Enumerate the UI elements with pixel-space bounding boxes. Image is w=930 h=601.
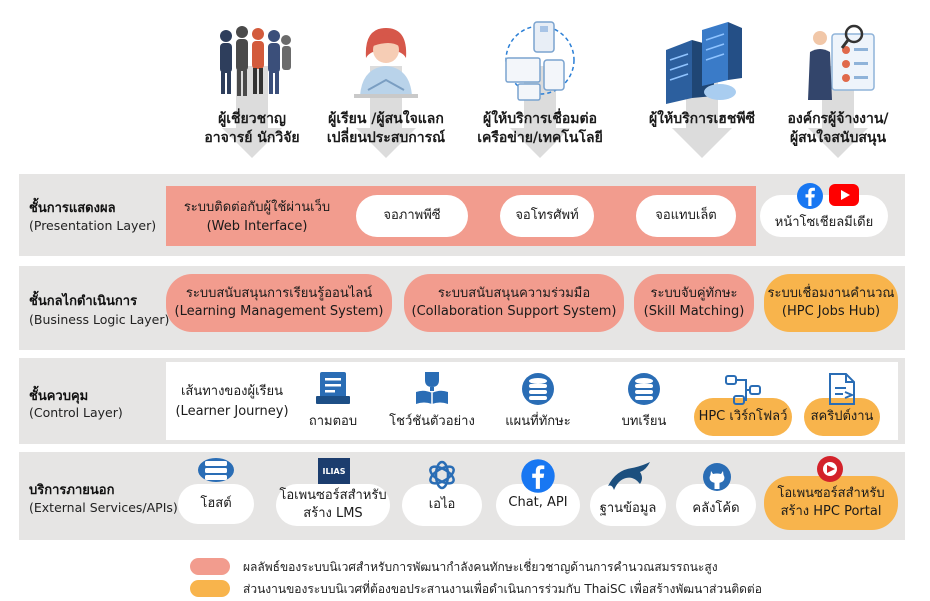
chat-api-pill: Chat, API [496,484,580,526]
layer-title: บริการภายนอก [29,483,115,498]
legend-swatch-orange [190,580,230,597]
qa-item: ถามตอบ [298,370,368,431]
ai-pill: เอไอ [402,484,482,526]
stakeholder-employers: องค์กรผู้จ้างงาน/ ผู้สนใจสนับสนุน [768,14,908,164]
layer-title: ชั้นกลไกดำเนินการ [29,294,138,309]
github-icon [703,463,731,491]
facebook-icon [521,459,555,493]
tablet-screen-pill: จอแทบเล็ต [636,195,736,237]
layer-subtitle: (Control Layer) [29,405,123,420]
server-rack-icon [666,22,742,104]
host-pill: โฮสต์ [178,484,254,524]
stakeholder-label: ผู้เชี่ยวชาญ อาจารย์ นักวิจัย [204,111,300,146]
legend-swatch-salmon [190,558,230,575]
stakeholder-hpc-providers: ผู้ให้บริการเฮชพีซี [632,14,772,164]
experts-group-icon [220,26,291,96]
learner-icon [354,28,418,98]
learner-journey: เส้นทางของผู้เรียน (Learner Journey) [175,384,289,419]
layer-title: ชั้นควบคุม [29,389,89,404]
social-media-pill: หน้าโซเชียลมีเดีย [760,195,888,237]
stakeholder-label: ผู้ให้บริการเชื่อมต่อ เครือข่าย/เทคโนโลย… [477,111,603,146]
skill-map-item: แผนที่ทักษะ [498,372,578,431]
lessons-label: บทเรียน [621,414,667,429]
stakeholder-learners: ผู้เรียน /ผู้สนใจแลก เปลี่ยนประสบการณ์ [316,14,456,164]
portal-logo-icon [817,456,843,482]
legend-text-salmon: ผลลัพธ์ของระบบนิเวศสำหรับการพัฒนากำลังคน… [243,560,718,574]
facebook-icon [797,183,823,209]
document-icon [316,372,350,404]
stakeholder-label: ผู้ให้บริการเฮชพีซี [648,111,756,127]
skill-map-label: แผนที่ทักษะ [505,414,571,429]
workflow-icon [725,375,761,405]
employer-icon [808,24,875,100]
server-cloud-icon [198,458,234,482]
pc-screen-pill: จอภาพพีซี [356,195,468,237]
database-cloud-icon [522,373,554,405]
lms-system-pill: ระบบสนับสนุนการเรียนรู้ออนไลน์ (Learning… [166,274,392,332]
stakeholder-label: ผู้เรียน /ผู้สนใจแลก เปลี่ยนประสบการณ์ [326,111,446,146]
phone-screen-pill: จอโทรศัพท์ [500,195,594,237]
hpc-jobs-hub-pill: ระบบเชื่อมงานคำนวณ (HPC Jobs Hub) [764,274,898,332]
qa-label: ถามตอบ [308,414,358,429]
layer-title: ชั้นการแสดงผล [29,201,116,216]
layer-subtitle: (Presentation Layer) [29,218,157,233]
stakeholder-label: องค์กรผู้จ้างงาน/ ผู้สนใจสนับสนุน [787,111,889,146]
network-devices-icon [505,21,575,101]
skill-matching-pill: ระบบจับคู่ทักษะ (Skill Matching) [634,274,754,332]
script-file-icon [829,373,855,405]
mysql-dolphin-icon [608,462,650,490]
open-source-hpc-portal-pill: โอเพนซอร์สสำหรับ สร้าง HPC Portal [764,476,898,530]
layer-subtitle: (External Services/APIs) [29,500,178,515]
job-scripts-pill: สคริปต์งาน [804,398,880,436]
web-interface-title: ระบบติดต่อกับผู้ใช้ผ่านเว็บ [183,200,331,215]
showcase-label: โชว์ชันตัวอย่าง [389,414,475,429]
showcase-item: โชว์ชันตัวอย่าง [384,370,480,431]
web-interface-subtitle: (Web Interface) [206,219,308,234]
stakeholder-experts: ผู้เชี่ยวชาญ อาจารย์ นักวิจัย [182,14,322,164]
database-cloud-icon [628,373,660,405]
stakeholder-network-providers: ผู้ให้บริการเชื่อมต่อ เครือข่าย/เทคโนโลย… [470,14,610,164]
layer-subtitle: (Business Logic Layer) [29,312,170,327]
legend-text-orange: ส่วนงานของระบบนิเวศที่ต้องขอประสานงานเพื… [243,582,762,596]
lessons-item: บทเรียน [604,372,684,431]
youtube-icon [829,184,859,206]
trophy-book-icon [416,372,448,404]
database-pill: ฐานข้อมูล [590,484,666,526]
openai-icon [429,460,455,490]
code-repository-pill: คลังโค้ด [676,484,756,526]
ilias-logo: ILIAS [318,458,350,484]
open-source-lms-pill: โอเพนซอร์สสำหรับ สร้าง LMS [276,484,390,526]
collaboration-system-pill: ระบบสนับสนุนความร่วมมือ (Collaboration S… [404,274,624,332]
